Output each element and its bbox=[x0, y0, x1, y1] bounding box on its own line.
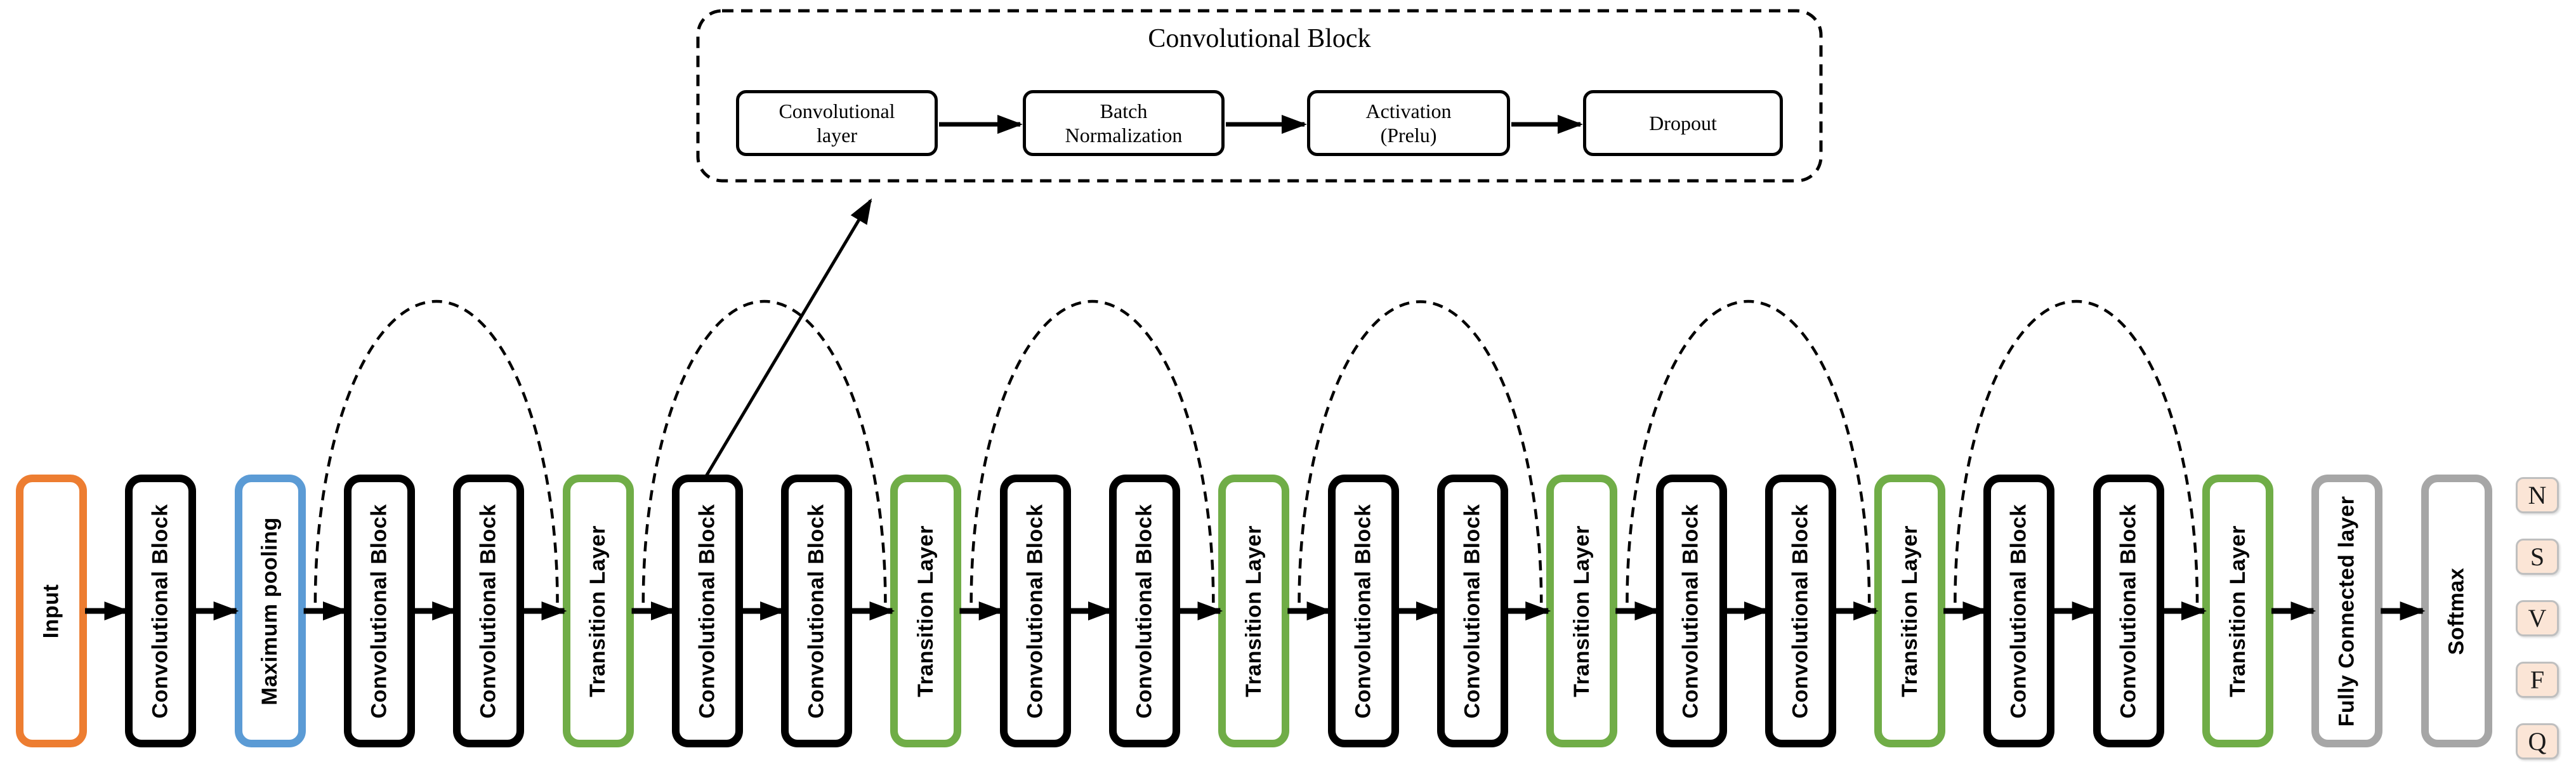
pipeline-box-conv-18: Convolutional Block bbox=[1983, 475, 2055, 747]
pipeline-box-label: Convolutional Block bbox=[367, 503, 391, 719]
pipeline-box-conv-1: Convolutional Block bbox=[125, 475, 197, 747]
detail-step-label-line: Dropout bbox=[1649, 111, 1717, 134]
pipeline-box-label: Convolutional Block bbox=[476, 503, 501, 719]
pipeline-box-label: Maximum pooling bbox=[258, 516, 282, 705]
pipeline-box-fc-22: Softmax bbox=[2421, 475, 2492, 747]
pipeline-box-transition-20: Transition Layer bbox=[2202, 475, 2273, 747]
pipeline-box-label: Convolutional Block bbox=[1132, 503, 1157, 719]
detail-step-box-3: Dropout bbox=[1583, 90, 1783, 156]
output-class-label: V bbox=[2528, 604, 2547, 633]
detail-callout-arrow bbox=[704, 198, 872, 478]
pipeline-box-label: Convolutional Block bbox=[1788, 503, 1813, 719]
output-class-chip-Q: Q bbox=[2516, 723, 2559, 759]
output-class-chip-V: V bbox=[2516, 600, 2559, 636]
pipeline-box-label: Convolutional Block bbox=[148, 503, 173, 719]
pipeline-box-label: Transition Layer bbox=[913, 525, 938, 697]
pipeline-box-label: Convolutional Block bbox=[2006, 503, 2031, 719]
output-class-label: N bbox=[2528, 481, 2547, 509]
pipeline-box-label: Convolutional Block bbox=[1023, 503, 1048, 719]
detail-step-label-line: Normalization bbox=[1065, 124, 1183, 147]
pipeline-box-transition-14: Transition Layer bbox=[1546, 475, 1618, 747]
output-class-label: S bbox=[2530, 542, 2545, 571]
pipeline-box-input-0: Input bbox=[16, 475, 87, 747]
pipeline-box-label: Transition Layer bbox=[1241, 525, 1266, 697]
pipeline-box-label: Convolutional Block bbox=[804, 503, 829, 719]
output-class-chip-N: N bbox=[2516, 477, 2559, 513]
pipeline-box-fc-21: Fully Connected layer bbox=[2311, 475, 2383, 747]
pipeline-box-conv-4: Convolutional Block bbox=[453, 475, 525, 747]
pipeline-box-transition-5: Transition Layer bbox=[562, 475, 634, 747]
pipeline-box-conv-6: Convolutional Block bbox=[671, 475, 743, 747]
detail-step-label-line: Batch bbox=[1100, 99, 1148, 122]
pipeline-box-conv-13: Convolutional Block bbox=[1436, 475, 1508, 747]
pipeline-box-label: Transition Layer bbox=[1897, 525, 1922, 697]
pipeline-box-conv-15: Convolutional Block bbox=[1655, 475, 1727, 747]
detail-step-label-line: (Prelu) bbox=[1380, 124, 1437, 147]
pipeline-box-conv-7: Convolutional Block bbox=[781, 475, 853, 747]
pipeline-box-transition-17: Transition Layer bbox=[1874, 475, 1946, 747]
output-class-chip-F: F bbox=[2516, 662, 2559, 698]
pipeline-box-transition-11: Transition Layer bbox=[1218, 475, 1290, 747]
pipeline-box-conv-16: Convolutional Block bbox=[1764, 475, 1836, 747]
pipeline-box-label: Convolutional Block bbox=[1460, 503, 1485, 719]
pipeline-box-conv-10: Convolutional Block bbox=[1109, 475, 1180, 747]
pipeline-box-conv-3: Convolutional Block bbox=[343, 475, 415, 747]
pipeline-box-label: Transition Layer bbox=[2225, 525, 2250, 697]
pipeline-box-label: Convolutional Block bbox=[2116, 503, 2141, 719]
pipeline-box-label: Transition Layer bbox=[586, 525, 610, 697]
pipeline-box-label: Fully Connected layer bbox=[2334, 495, 2359, 726]
detail-step-label-line: Activation bbox=[1365, 99, 1452, 122]
pipeline-box-label: Transition Layer bbox=[1569, 525, 1594, 697]
output-class-chip-S: S bbox=[2516, 539, 2559, 575]
pipeline-box-label: Input bbox=[39, 584, 63, 638]
pipeline-box-pool-2: Maximum pooling bbox=[234, 475, 306, 747]
output-class-label: F bbox=[2530, 666, 2545, 694]
detail-step-box-2: Activation(Prelu) bbox=[1307, 90, 1510, 156]
pipeline-box-label: Convolutional Block bbox=[1351, 503, 1376, 719]
pipeline-box-transition-8: Transition Layer bbox=[890, 475, 962, 747]
detail-step-label-line: Convolutional bbox=[779, 99, 895, 122]
pipeline-box-label: Softmax bbox=[2444, 567, 2469, 655]
pipeline-box-label: Convolutional Block bbox=[695, 503, 720, 719]
pipeline-box-label: Convolutional Block bbox=[1679, 503, 1703, 719]
detail-step-label-line: layer bbox=[817, 124, 857, 147]
conv-block-detail-title: Convolutional Block bbox=[1148, 24, 1371, 53]
output-class-label: Q bbox=[2528, 727, 2547, 756]
pipeline-box-conv-12: Convolutional Block bbox=[1327, 475, 1399, 747]
pipeline-box-conv-19: Convolutional Block bbox=[2093, 475, 2164, 747]
pipeline-box-conv-9: Convolutional Block bbox=[999, 475, 1071, 747]
